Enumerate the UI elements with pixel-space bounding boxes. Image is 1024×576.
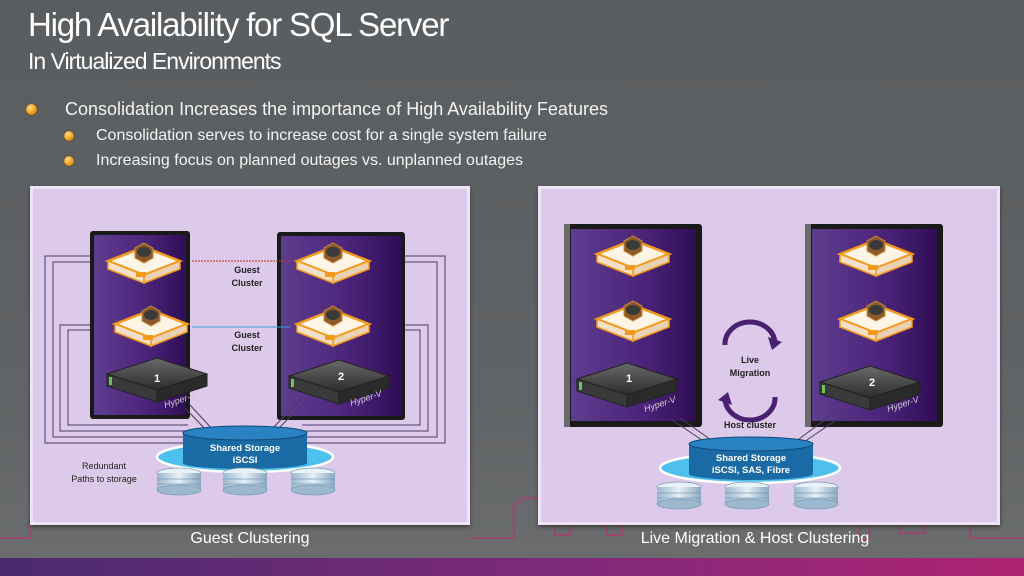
slide-subtitle: In Virtualized Environments: [28, 48, 282, 74]
bottom-accent-bar: [0, 558, 1024, 576]
bullet-item: Increasing focus on planned outages vs. …: [64, 152, 523, 170]
live-migration-arrows-icon: [722, 319, 778, 423]
label-line: Cluster: [231, 278, 263, 288]
label-line: Paths to storage: [71, 474, 137, 484]
disk-icon: [793, 481, 839, 510]
orange-ball-bullet-icon: [64, 131, 74, 141]
bullet-item: Consolidation serves to increase cost fo…: [64, 127, 547, 145]
label-line: Guest: [234, 265, 260, 275]
bullet-text: Consolidation serves to increase cost fo…: [96, 127, 547, 144]
label-line: Migration: [729, 368, 771, 378]
orange-ball-bullet-icon: [64, 156, 74, 166]
host-number-2: 2: [868, 377, 876, 389]
host-cluster-label: Host cluster: [723, 420, 776, 430]
storage-title: Shared Storage: [209, 443, 281, 454]
storage-title: Shared Storage: [715, 453, 787, 464]
label-line: Cluster: [231, 343, 263, 353]
host-clustering-caption: Live Migration & Host Clustering: [640, 530, 870, 547]
guest-cluster-label-1: Guest Cluster: [222, 264, 272, 290]
label-line: Live: [740, 355, 759, 365]
redundant-paths-label: Redundant Paths to storage: [60, 460, 148, 486]
label-line: Guest: [234, 330, 260, 340]
storage-protocols: iSCSI, SAS, Fibre: [711, 465, 791, 476]
disk-icon: [724, 481, 770, 510]
host-number-2: 2: [337, 371, 345, 383]
guest-clustering-caption: Guest Clustering: [190, 530, 310, 547]
live-migration-label: Live Migration: [720, 354, 780, 380]
shared-storage-label: Shared Storage iSCSI, SAS, Fibre: [696, 453, 806, 477]
host-number-1: 1: [153, 373, 161, 385]
bullet-text: Consolidation Increases the importance o…: [65, 99, 608, 119]
host-number-1: 1: [625, 373, 633, 385]
storage-protocols: iSCSI: [232, 455, 258, 466]
guest-cluster-label-2: Guest Cluster: [222, 329, 272, 355]
label-line: Redundant: [81, 461, 127, 471]
orange-ball-bullet-icon: [26, 104, 37, 115]
disk-icon: [656, 481, 702, 510]
bullet-text: Increasing focus on planned outages vs. …: [96, 152, 523, 169]
shared-storage-label: Shared Storage iSCSI: [190, 443, 300, 467]
slide-title: High Availability for SQL Server: [28, 6, 449, 43]
bullet-item: Consolidation Increases the importance o…: [26, 99, 608, 120]
